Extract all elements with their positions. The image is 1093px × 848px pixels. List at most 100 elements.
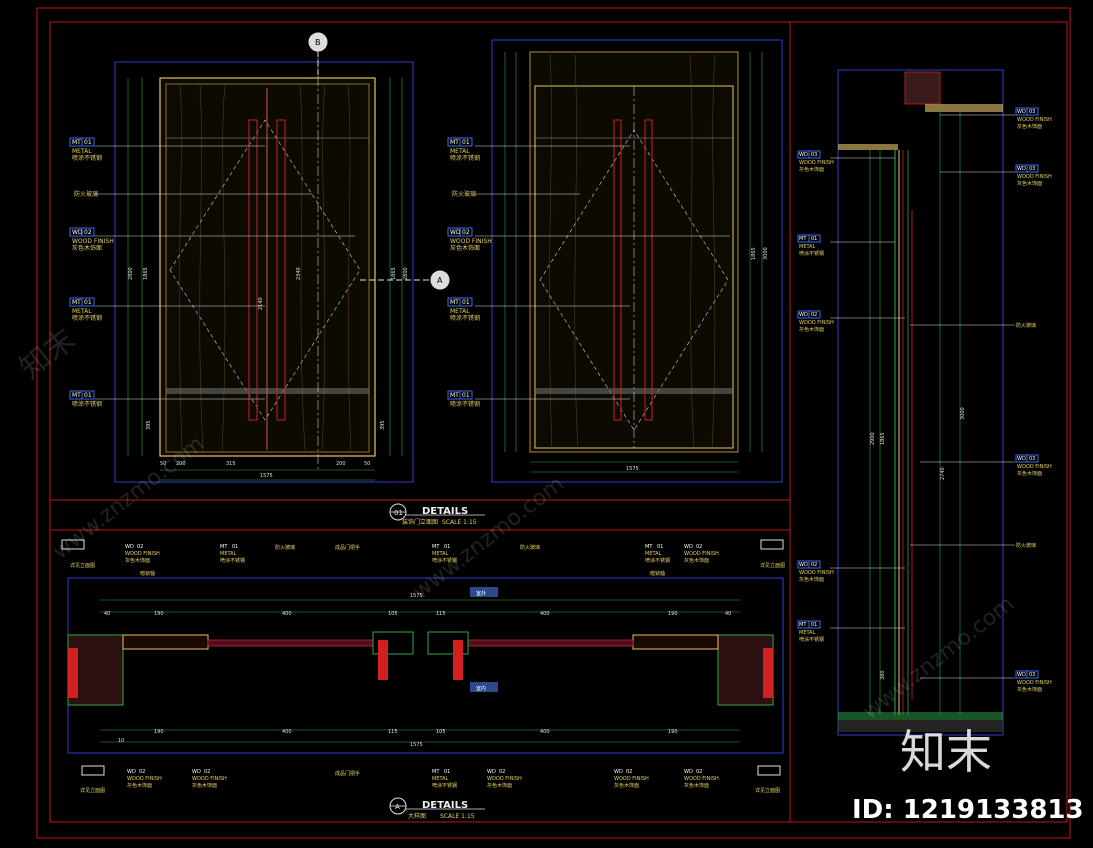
svg-text:防火玻璃: 防火玻璃 — [1016, 542, 1036, 549]
svg-text:400: 400 — [540, 611, 550, 617]
svg-text:200: 200 — [176, 461, 186, 467]
svg-text:防火玻璃: 防火玻璃 — [74, 190, 98, 198]
svg-text:灰色木饰面: 灰色木饰面 — [1017, 123, 1042, 130]
svg-text:喷涂不锈钢: 喷涂不锈钢 — [450, 314, 480, 322]
svg-text:02: 02 — [696, 544, 702, 550]
svg-text:灰色木饰面: 灰色木饰面 — [1017, 686, 1042, 693]
svg-text:WD: WD — [127, 769, 136, 775]
svg-text:MT: MT — [220, 544, 228, 550]
svg-text:喷涂不锈钢: 喷涂不锈钢 — [72, 400, 102, 408]
svg-text:详见立面图: 详见立面图 — [70, 562, 95, 569]
svg-text:40: 40 — [725, 611, 731, 617]
svg-text:WOOD FINISH: WOOD FINISH — [1017, 117, 1052, 123]
dimension-labels-vertical: 2800 1865 1865 2800 2340 2140 1865 3000 … — [128, 247, 966, 680]
svg-text:喷涂不锈钢: 喷涂不锈钢 — [645, 557, 670, 564]
svg-text:190: 190 — [154, 729, 164, 735]
svg-text:3000: 3000 — [960, 407, 966, 420]
svg-text:01: 01 — [84, 139, 92, 146]
svg-text:WD: WD — [799, 562, 808, 568]
svg-text:01: 01 — [811, 236, 817, 242]
svg-text:1575: 1575 — [410, 593, 423, 599]
svg-text:MT: MT — [450, 139, 459, 146]
svg-text:WOOD FINISH: WOOD FINISH — [450, 238, 492, 245]
svg-text:METAL: METAL — [220, 551, 237, 557]
svg-text:MT: MT — [72, 392, 81, 399]
svg-text:WD: WD — [684, 769, 693, 775]
svg-text:灰色木饰面: 灰色木饰面 — [799, 166, 824, 173]
svg-text:WOOD FINISH: WOOD FINISH — [1017, 680, 1052, 686]
svg-text:02: 02 — [499, 769, 505, 775]
svg-text:105: 105 — [388, 611, 398, 617]
svg-text:WOOD FINISH: WOOD FINISH — [799, 320, 834, 326]
tags-right-elevation: MT 01 METAL 喷涂不锈钢 防火玻璃 WD 02 WOOD FINISH… — [447, 137, 492, 408]
svg-text:02: 02 — [204, 769, 210, 775]
svg-text:WOOD FINISH: WOOD FINISH — [684, 551, 719, 557]
svg-text:01: 01 — [84, 299, 92, 306]
svg-text:WD: WD — [1017, 166, 1026, 172]
svg-text:灰色木饰面: 灰色木饰面 — [450, 244, 480, 252]
svg-text:METAL: METAL — [72, 308, 92, 315]
svg-text:MT: MT — [799, 236, 807, 242]
svg-text:WD: WD — [1017, 456, 1026, 462]
svg-text:灰色木饰面: 灰色木饰面 — [799, 576, 824, 583]
detail-bottom-scale: SCALE 1:15 — [440, 813, 475, 820]
svg-text:03: 03 — [1029, 109, 1035, 115]
svg-text:01: 01 — [657, 544, 663, 550]
detail-top-title: DETAILS — [422, 506, 468, 517]
detail-top-subtitle: 装饰门立面图 — [402, 518, 438, 526]
svg-text:WOOD FINISH: WOOD FINISH — [799, 570, 834, 576]
svg-text:知末: 知末 — [13, 322, 82, 387]
svg-text:190: 190 — [154, 611, 164, 617]
inner-frame — [49, 21, 1068, 823]
svg-text:喷涂不锈钢: 喷涂不锈钢 — [799, 250, 824, 257]
section-marker-top: B — [315, 38, 321, 47]
svg-text:02: 02 — [626, 769, 632, 775]
brand-watermark: 知末 — [900, 725, 992, 779]
svg-text:WOOD FINISH: WOOD FINISH — [487, 776, 522, 782]
svg-text:WOOD FINISH: WOOD FINISH — [192, 776, 227, 782]
svg-text:暗锁轴: 暗锁轴 — [140, 570, 155, 577]
svg-text:MT: MT — [432, 769, 440, 775]
detail-bottom-title: DETAILS — [422, 800, 468, 811]
svg-text:喷涂不锈钢: 喷涂不锈钢 — [799, 636, 824, 643]
svg-text:50: 50 — [364, 461, 370, 467]
svg-text:400: 400 — [282, 729, 292, 735]
svg-text:WOOD FINISH: WOOD FINISH — [799, 160, 834, 166]
svg-text:2800: 2800 — [403, 267, 409, 280]
svg-text:395: 395 — [380, 420, 386, 430]
tags-section: WD 03 WOOD FINISH 灰色木饰面 MT 01 METAL 喷涂不锈… — [797, 107, 1052, 693]
svg-text:01: 01 — [232, 544, 238, 550]
outer-frame — [36, 7, 1071, 839]
svg-text:1575: 1575 — [626, 466, 639, 472]
svg-text:02: 02 — [139, 769, 145, 775]
svg-text:WD: WD — [799, 312, 808, 318]
svg-text:MT: MT — [799, 622, 807, 628]
svg-text:WD: WD — [684, 544, 693, 550]
svg-text:115: 115 — [388, 729, 398, 735]
svg-text:02: 02 — [84, 229, 92, 236]
detail-bottom-number: A — [395, 803, 400, 811]
svg-text:防火玻璃: 防火玻璃 — [1016, 322, 1036, 329]
svg-text:WOOD FINISH: WOOD FINISH — [1017, 464, 1052, 470]
dimension-labels: 1575 1575 1575 1575 200 315 200 50 50 19… — [104, 461, 731, 748]
svg-text:MT: MT — [72, 299, 81, 306]
svg-text:灰色木饰面: 灰色木饰面 — [684, 782, 709, 789]
svg-text:防火玻璃: 防火玻璃 — [452, 190, 476, 198]
svg-text:灰色木饰面: 灰色木饰面 — [192, 782, 217, 789]
svg-text:WD: WD — [450, 229, 461, 236]
svg-text:03: 03 — [1029, 456, 1035, 462]
svg-text:190: 190 — [668, 611, 678, 617]
svg-text:02: 02 — [696, 769, 702, 775]
svg-text:200: 200 — [336, 461, 346, 467]
detail-top-scale: SCALE 1:15 — [442, 519, 477, 526]
svg-text:WOOD FINISH: WOOD FINISH — [1017, 174, 1052, 180]
svg-text:METAL: METAL — [645, 551, 662, 557]
svg-text:详见立面图: 详见立面图 — [760, 562, 785, 569]
svg-text:WD: WD — [1017, 109, 1026, 115]
svg-text:灰色木饰面: 灰色木饰面 — [125, 557, 150, 564]
svg-text:03: 03 — [811, 152, 817, 158]
svg-text:01: 01 — [811, 622, 817, 628]
elevation-right — [491, 39, 783, 483]
svg-text:03: 03 — [1029, 166, 1035, 172]
